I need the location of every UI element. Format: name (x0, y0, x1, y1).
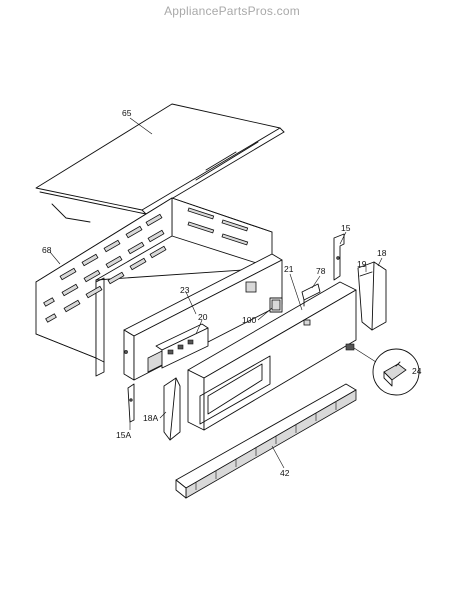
callout-18a: 18A (143, 413, 158, 423)
part-42-vent-grille[interactable] (175, 383, 357, 499)
callout-15: 15 (341, 223, 351, 233)
callout-100: 100 (242, 315, 256, 325)
callout-20: 20 (198, 312, 208, 322)
callout-68: 68 (42, 245, 52, 255)
part-68-cabinet-body[interactable] (35, 197, 273, 377)
callout-24: 24 (412, 366, 422, 376)
part-18-right-end-cap[interactable] (357, 261, 387, 331)
callout-78: 78 (316, 266, 326, 276)
part-100-switch[interactable] (269, 297, 283, 313)
callout-19: 19 (357, 259, 367, 269)
part-24-rocker-switch[interactable] (345, 343, 420, 396)
part-20-control-board[interactable] (155, 323, 209, 369)
watermark: AppliancePartsPros.com (164, 4, 300, 18)
callout-21: 21 (284, 264, 294, 274)
leader-lines (49, 117, 383, 469)
part-18a-left-end-cap[interactable] (163, 377, 181, 441)
part-21-console-panel[interactable] (187, 281, 357, 431)
callout-23: 23 (180, 285, 190, 295)
part-15a-left-bracket[interactable] (127, 383, 135, 423)
callout-15a: 15A (116, 430, 131, 440)
callout-18: 18 (377, 248, 387, 258)
part-65-top-panel[interactable] (35, 103, 285, 223)
callout-42: 42 (280, 468, 290, 478)
callout-labels: 65 68 23 20 100 21 78 15 19 18 24 18A 15… (42, 108, 422, 478)
callout-65: 65 (122, 108, 132, 118)
part-15-right-bracket[interactable] (333, 233, 345, 281)
